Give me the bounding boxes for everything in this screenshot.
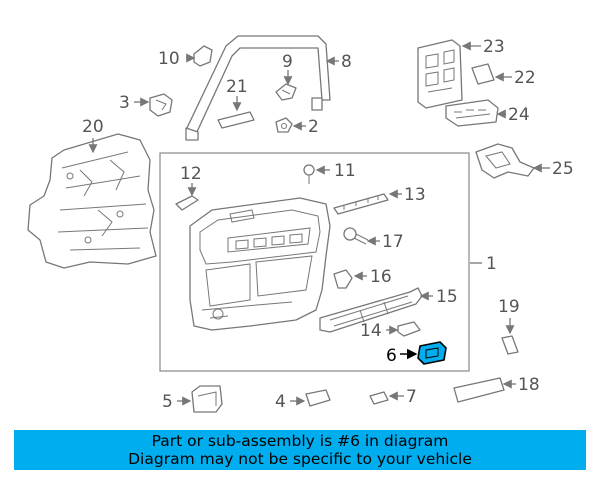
part-24-shape[interactable]	[445, 99, 499, 127]
part-2-shape[interactable]	[275, 117, 293, 133]
banner-line-1: Part or sub-assembly is #6 in diagram	[151, 432, 449, 450]
part-4-shape[interactable]	[305, 389, 331, 407]
assembly-box	[159, 152, 470, 372]
callout-6-highlighted: 6	[386, 346, 397, 366]
callout-4: 4	[275, 392, 286, 412]
callout-18: 18	[518, 375, 540, 395]
callout-1: 1	[486, 254, 497, 274]
callout-14: 14	[360, 321, 382, 341]
callout-17: 17	[382, 232, 404, 252]
part-25-shape[interactable]	[475, 143, 535, 179]
part-5-shape[interactable]	[191, 385, 223, 413]
part-3-shape[interactable]	[149, 93, 173, 117]
part-21-shape[interactable]	[217, 111, 255, 129]
callout-7: 7	[406, 387, 417, 407]
callout-20: 20	[82, 117, 104, 137]
callout-9: 9	[282, 52, 293, 72]
callout-19: 19	[498, 297, 520, 317]
callout-5: 5	[162, 392, 173, 412]
part-11-shape[interactable]	[303, 164, 315, 184]
part-17-shape[interactable]	[343, 227, 369, 245]
part-23-shape[interactable]	[417, 39, 463, 109]
callout-11: 11	[334, 161, 356, 181]
callout-8: 8	[341, 52, 352, 72]
part-16-shape[interactable]	[333, 269, 353, 289]
part-7-shape[interactable]	[369, 391, 389, 405]
callout-21: 21	[226, 77, 248, 97]
part-6-shape[interactable]	[417, 341, 447, 365]
part-14-shape[interactable]	[397, 321, 421, 337]
part-15-shape[interactable]	[319, 287, 423, 333]
callout-16: 16	[370, 267, 392, 287]
callout-22: 22	[514, 68, 536, 88]
callout-10: 10	[158, 49, 180, 69]
part-12-shape[interactable]	[175, 195, 199, 211]
callout-15: 15	[436, 287, 458, 307]
part-9-shape[interactable]	[275, 83, 297, 101]
callout-3: 3	[119, 93, 130, 113]
part-20-shape[interactable]	[27, 133, 157, 269]
door-trim-panel[interactable]	[189, 197, 331, 331]
callout-25: 25	[552, 159, 574, 179]
part-19-shape[interactable]	[501, 335, 519, 355]
callout-2: 2	[308, 117, 319, 137]
callout-23: 23	[483, 37, 505, 57]
part-8-shape[interactable]	[185, 35, 331, 141]
callout-12: 12	[180, 164, 202, 184]
banner-line-2: Diagram may not be specific to your vehi…	[128, 450, 472, 468]
part-18-shape[interactable]	[453, 377, 505, 403]
callout-24: 24	[508, 105, 530, 125]
callout-13: 13	[404, 185, 426, 205]
part-22-shape[interactable]	[471, 63, 495, 85]
part-13-shape[interactable]	[333, 193, 389, 215]
info-banner: Part or sub-assembly is #6 in diagram Di…	[14, 430, 586, 470]
part-10-shape[interactable]	[193, 45, 213, 67]
